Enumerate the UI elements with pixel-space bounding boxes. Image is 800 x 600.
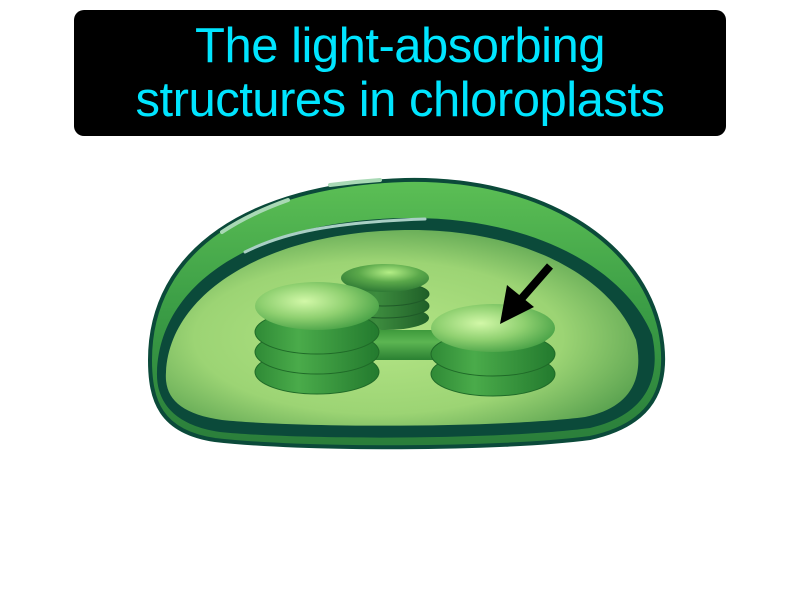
- granum-left: [254, 282, 380, 395]
- granum-right: [430, 304, 556, 397]
- title-line-2: structures in chloroplasts: [135, 73, 665, 127]
- title-banner: The light-absorbing structures in chloro…: [74, 10, 726, 136]
- title-line-1: The light-absorbing: [195, 19, 605, 73]
- arrow-icon: [500, 263, 554, 324]
